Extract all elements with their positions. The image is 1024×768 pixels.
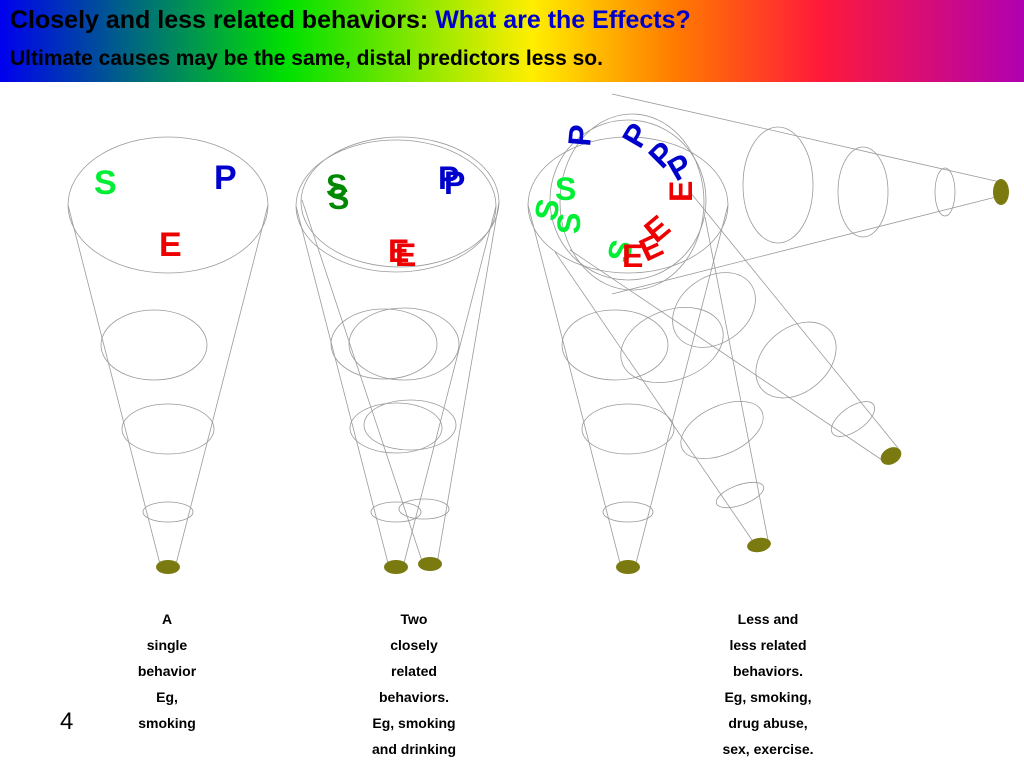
caption-line: Eg, smoking, xyxy=(724,689,812,705)
letter-e: E xyxy=(622,238,643,274)
apex-dots xyxy=(156,179,1009,574)
letter-s: S xyxy=(555,171,576,207)
caption-line: Two xyxy=(400,611,428,627)
caption-single: A single behavior Eg, smoking xyxy=(117,606,217,736)
title-question: What are the Effects? xyxy=(435,6,691,34)
slide-subtitle: Ultimate causes may be the same, distal … xyxy=(10,47,603,70)
letter-s: S xyxy=(551,213,587,234)
title-banner: Closely and less related behaviors: What… xyxy=(0,0,1024,82)
letter-s: S xyxy=(326,168,347,204)
caption-line: behaviors. xyxy=(378,689,450,705)
letter-s: S xyxy=(94,164,117,202)
cone-single xyxy=(67,136,269,569)
cone-diagram: S P E S S P P E E S S S S P P P P E E E … xyxy=(67,93,1009,574)
caption-line: drug abuse, xyxy=(728,715,808,731)
letter-p: P xyxy=(561,123,599,147)
caption-line: Eg, smoking xyxy=(372,715,456,731)
cone-less-related xyxy=(527,93,1001,568)
letter-e: E xyxy=(159,226,182,264)
caption-line: Eg, xyxy=(156,689,178,705)
caption-line: A xyxy=(161,611,173,627)
letter-p: P xyxy=(438,160,459,196)
letter-e: E xyxy=(388,233,409,269)
caption-line: sex, exercise. xyxy=(722,741,814,757)
letter-p: P xyxy=(214,159,237,197)
caption-line: less related xyxy=(729,637,807,653)
caption-line: Less and xyxy=(737,611,799,627)
caption-closely-related: Two closely related behaviors. Eg, smoki… xyxy=(350,606,478,762)
caption-line: behaviors. xyxy=(732,663,804,679)
letters-closely-related: S S P P E E xyxy=(326,160,465,273)
caption-line: smoking xyxy=(138,715,196,731)
caption-line: related xyxy=(391,663,437,679)
page-number: 4 xyxy=(60,708,74,735)
cone-closely-related xyxy=(295,136,500,568)
letter-p: P xyxy=(444,165,465,201)
letter-s: S xyxy=(328,180,349,216)
caption-line: single xyxy=(146,637,188,653)
caption-line: behavior xyxy=(137,663,197,679)
caption-line: closely xyxy=(390,637,438,653)
letters-single: S P E xyxy=(94,159,237,264)
letter-e: E xyxy=(395,237,416,273)
slide-title: Closely and less related behaviors: What… xyxy=(10,6,691,35)
caption-less-related: Less and less related behaviors. Eg, smo… xyxy=(696,606,840,762)
caption-line: and drinking xyxy=(372,741,456,757)
letter-e: E xyxy=(663,181,699,202)
title-main: Closely and less related behaviors: xyxy=(10,6,429,34)
